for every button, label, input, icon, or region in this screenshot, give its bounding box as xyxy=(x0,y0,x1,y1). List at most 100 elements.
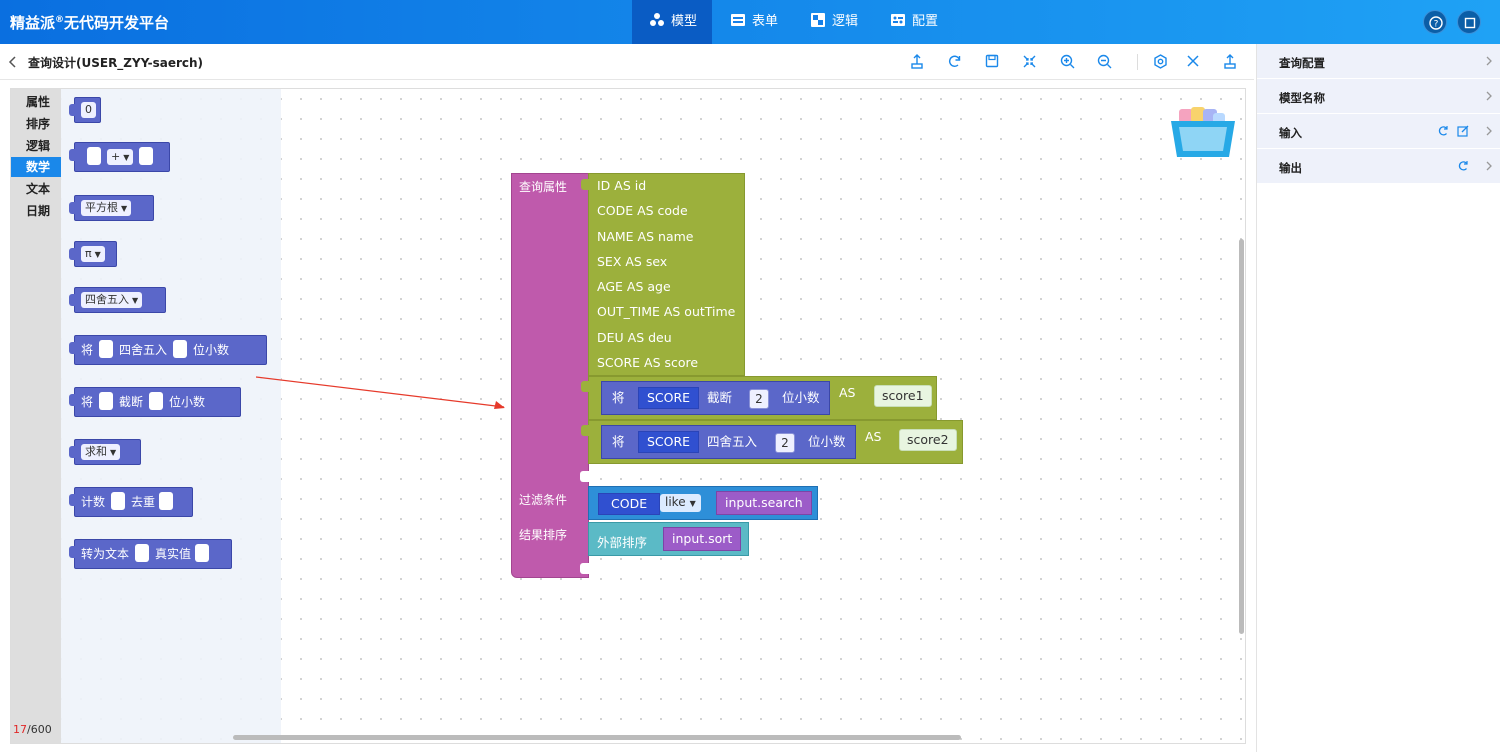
tab-form[interactable]: 表单 xyxy=(730,0,778,44)
tab-model[interactable]: 模型 xyxy=(632,0,712,44)
toolbar-divider xyxy=(1137,54,1138,70)
math-number-block[interactable]: 0 xyxy=(69,97,101,123)
operator-dropdown[interactable]: like▼ xyxy=(660,494,701,512)
query-field-item: CODE AS code xyxy=(597,203,688,218)
annotation-arrow xyxy=(256,376,505,409)
category-math[interactable]: 数学 xyxy=(11,157,61,177)
decimal-count[interactable]: 2 xyxy=(775,433,795,453)
as-keyword: AS xyxy=(839,385,856,400)
input-sort-param[interactable]: input.sort xyxy=(663,527,742,551)
edit-icon[interactable] xyxy=(1457,125,1469,137)
settings-icon[interactable] xyxy=(1153,54,1168,69)
panel-item-query-config[interactable]: 查询配置 xyxy=(1257,44,1500,79)
blockly-workspace[interactable]: 属性 排序 逻辑 数学 文本 日期 17/600 0 +▼ 平方根▼ π▼ 四舍… xyxy=(10,88,1246,744)
designer-header: 查询设计(USER_ZYY-saerch) xyxy=(0,44,1254,80)
tab-logic[interactable]: 逻辑 xyxy=(810,0,858,44)
query-fields-block[interactable]: ID AS id CODE AS code NAME AS name SEX A… xyxy=(588,173,745,376)
math-truncate-block[interactable]: 将截断位小数 xyxy=(69,387,241,417)
category-logic[interactable]: 逻辑 xyxy=(26,139,51,153)
zoom-in-icon[interactable] xyxy=(1060,54,1075,69)
chevron-right-icon xyxy=(1486,56,1492,66)
query-field-item: SCORE AS score xyxy=(597,355,699,370)
refresh-icon[interactable] xyxy=(1457,160,1469,172)
model-icon xyxy=(650,13,664,26)
math-sum-block[interactable]: 求和▼ xyxy=(69,439,141,465)
vertical-scrollbar[interactable] xyxy=(1239,239,1244,634)
sort-block-label: 外部排序 xyxy=(597,535,648,550)
decimal-count[interactable]: 2 xyxy=(749,389,769,409)
query-field-item: NAME AS name xyxy=(597,229,694,244)
save-icon[interactable] xyxy=(985,54,999,68)
math-sqrt-block[interactable]: 平方根▼ xyxy=(69,195,154,221)
category-text[interactable]: 文本 xyxy=(26,182,51,196)
svg-text:?: ? xyxy=(1434,20,1439,30)
chevron-right-icon xyxy=(1486,91,1492,101)
score2-alias-block[interactable]: 将 SCORE 四舍五入 2 位小数 AS score2 xyxy=(588,420,963,464)
help-icon: ? xyxy=(1429,16,1443,30)
refresh-icon[interactable] xyxy=(1437,125,1449,137)
brand-title: 精益派®无代码开发平台 xyxy=(10,14,170,32)
window-icon xyxy=(1464,17,1476,29)
input-search-param[interactable]: input.search xyxy=(716,491,812,515)
truncate-expr-block[interactable]: 将 SCORE 截断 2 位小数 xyxy=(601,381,830,415)
math-to-text-block[interactable]: 转为文本真实值 xyxy=(69,539,232,569)
filter-label: 过滤条件 xyxy=(519,493,568,507)
horizontal-scrollbar[interactable] xyxy=(233,735,961,740)
export-icon[interactable] xyxy=(1223,54,1237,70)
query-field-item: OUT_TIME AS outTime xyxy=(597,304,736,319)
query-field-item: ID AS id xyxy=(597,178,647,193)
back-icon[interactable] xyxy=(8,55,18,69)
round-expr-block[interactable]: 将 SCORE 四舍五入 2 位小数 xyxy=(601,425,856,459)
panel-item-output[interactable]: 输出 xyxy=(1257,149,1500,184)
alias-input[interactable]: score2 xyxy=(899,429,957,451)
query-props-label: 查询属性 xyxy=(519,180,568,194)
window-button[interactable] xyxy=(1457,10,1481,34)
connector-notch xyxy=(581,179,589,190)
top-bar: 精益派®无代码开发平台 模型 表单 逻辑 配置 ? xyxy=(0,0,1500,44)
chevron-right-icon xyxy=(1486,126,1492,136)
category-attributes[interactable]: 属性 xyxy=(26,95,51,109)
sort-label: 结果排序 xyxy=(519,528,568,542)
logic-icon xyxy=(811,13,825,27)
upload-icon[interactable] xyxy=(910,54,924,70)
category-date[interactable]: 日期 xyxy=(26,204,51,218)
math-round-block[interactable]: 四舍五入▼ xyxy=(69,287,166,313)
close-icon[interactable] xyxy=(1186,54,1200,68)
form-icon xyxy=(731,14,745,26)
math-count-distinct-block[interactable]: 计数去重 xyxy=(69,487,193,517)
help-button[interactable]: ? xyxy=(1423,10,1447,34)
external-sort-block[interactable]: 外部排序 input.sort xyxy=(588,522,749,556)
page-title: 查询设计(USER_ZYY-saerch) xyxy=(28,56,204,70)
code-field[interactable]: CODE xyxy=(598,493,661,515)
zoom-out-icon[interactable] xyxy=(1097,54,1112,69)
score-field[interactable]: SCORE xyxy=(638,387,700,409)
alias-input[interactable]: score1 xyxy=(874,385,932,407)
category-sort[interactable]: 排序 xyxy=(26,117,51,131)
chevron-right-icon xyxy=(1486,161,1492,171)
empty-slot xyxy=(580,563,589,574)
score-field[interactable]: SCORE xyxy=(638,431,700,453)
collapse-icon[interactable] xyxy=(1022,54,1037,69)
math-arithmetic-block[interactable]: +▼ xyxy=(69,142,170,172)
empty-slot xyxy=(580,471,589,482)
trash-can-icon[interactable] xyxy=(1169,105,1237,161)
block-counter: 17/600 xyxy=(13,723,52,736)
panel-item-input[interactable]: 输入 xyxy=(1257,114,1500,149)
query-field-item: SEX AS sex xyxy=(597,254,668,269)
math-pi-block[interactable]: π▼ xyxy=(69,241,117,267)
query-root-block[interactable] xyxy=(511,173,589,578)
math-keep-decimal-block[interactable]: 将四舍五入位小数 xyxy=(69,335,267,365)
refresh-icon[interactable] xyxy=(947,54,962,69)
filter-condition-block[interactable]: CODE like▼ input.search xyxy=(588,486,818,520)
category-toolbox: 属性 排序 逻辑 数学 文本 日期 17/600 xyxy=(11,89,61,743)
query-field-item: AGE AS age xyxy=(597,279,671,294)
as-keyword: AS xyxy=(865,429,882,444)
query-field-item: DEU AS deu xyxy=(597,330,672,345)
connector-notch xyxy=(581,425,589,436)
panel-item-model-name[interactable]: 模型名称 xyxy=(1257,79,1500,114)
config-panel: 查询配置 模型名称 输入 输出 xyxy=(1256,44,1500,752)
connector-notch xyxy=(581,381,589,392)
tab-config[interactable]: 配置 xyxy=(890,0,938,44)
config-icon xyxy=(891,14,905,26)
score1-alias-block[interactable]: 将 SCORE 截断 2 位小数 AS score1 xyxy=(588,376,937,420)
